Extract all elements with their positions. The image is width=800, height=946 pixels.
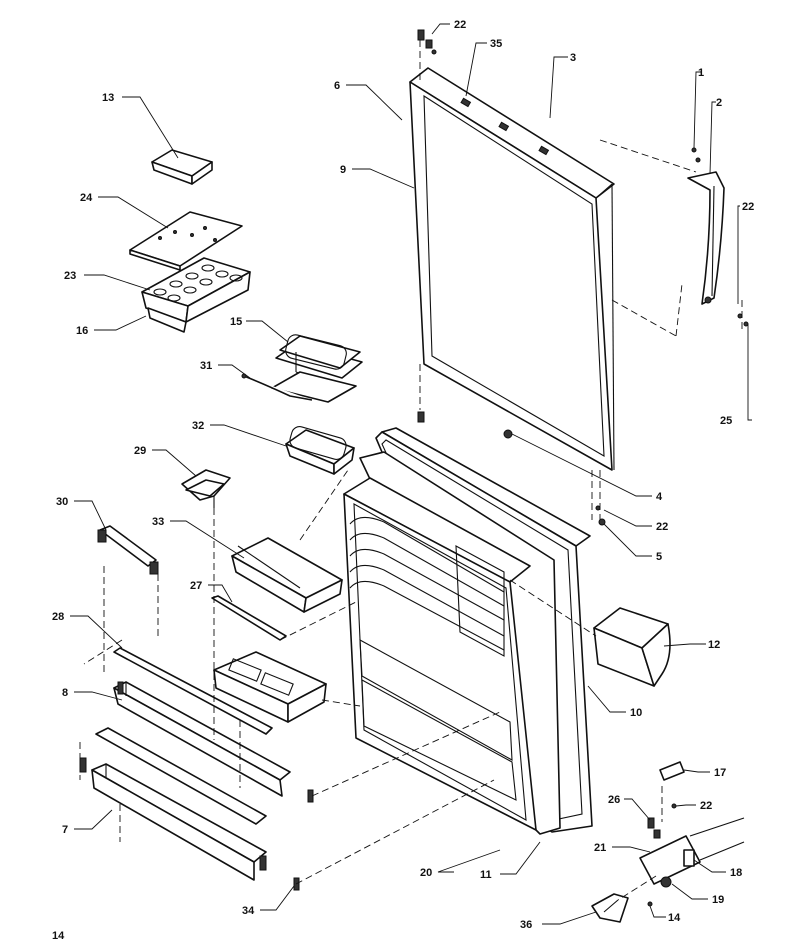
- callout-30: 30: [56, 496, 68, 508]
- callout-22b: 22: [742, 201, 754, 213]
- part-container: [285, 426, 355, 475]
- part-wire-rod: [241, 373, 313, 401]
- callout-31: 31: [200, 360, 212, 372]
- part-retainer-bracket: [97, 525, 159, 575]
- callout-1: 1: [698, 67, 704, 79]
- callout-11: 11: [480, 869, 492, 881]
- callout-labels: 1 2 3 4 5 6 7 8 9 10 11 12 13 14 15 16 1…: [52, 19, 754, 931]
- part-top-screws: [417, 29, 749, 327]
- callout-3: 3: [570, 52, 576, 64]
- callout-25: 25: [720, 415, 732, 427]
- part-rail-long: [113, 647, 273, 735]
- callout-9: 9: [340, 164, 346, 176]
- callout-8: 8: [62, 687, 68, 699]
- callout-35: 35: [490, 38, 502, 50]
- callout-23: 23: [64, 270, 76, 282]
- callout-36: 36: [520, 919, 532, 931]
- callout-20: 20: [420, 867, 432, 879]
- part-tilt-bin: [593, 607, 671, 687]
- callout-34: 34: [242, 905, 255, 917]
- part-inner-liner: [343, 477, 537, 831]
- callout-22c: 22: [656, 521, 668, 533]
- page-number: 14: [52, 930, 65, 942]
- callout-26: 26: [608, 794, 620, 806]
- callout-18: 18: [730, 867, 742, 879]
- part-door-handle: [687, 171, 725, 305]
- callout-22d: 22: [700, 800, 712, 812]
- callout-12: 12: [708, 639, 720, 651]
- assembly-lines: [79, 40, 743, 901]
- part-door-bin-middle: [213, 651, 327, 723]
- part-rail: [211, 595, 287, 641]
- callout-4: 4: [656, 491, 663, 503]
- part-small-tray: [151, 149, 213, 185]
- part-door-panel: [409, 67, 615, 471]
- callout-5: 5: [656, 551, 662, 563]
- callout-13: 13: [102, 92, 114, 104]
- callout-22a: 22: [454, 19, 466, 31]
- callout-2: 2: [716, 97, 722, 109]
- part-ice-tray-and-bin: [141, 257, 251, 333]
- leader-lines: [70, 23, 752, 925]
- callout-19: 19: [712, 894, 724, 906]
- part-ice-tray-cover: [129, 211, 243, 271]
- part-door-bin-upper: [231, 537, 343, 613]
- callout-28: 28: [52, 611, 64, 623]
- callout-33: 33: [152, 516, 164, 528]
- callout-16: 16: [76, 325, 88, 337]
- callout-24: 24: [80, 192, 93, 204]
- callout-6: 6: [334, 80, 340, 92]
- callout-14: 14: [668, 912, 681, 924]
- part-handled-bin: [271, 334, 363, 403]
- part-bottom-hinge: [591, 761, 745, 923]
- callout-17: 17: [714, 767, 726, 779]
- part-bracket-cup: [181, 469, 231, 508]
- callout-10: 10: [630, 707, 642, 719]
- callout-27: 27: [190, 580, 202, 592]
- callout-7: 7: [62, 824, 68, 836]
- callout-29: 29: [134, 445, 146, 457]
- callout-21: 21: [594, 842, 606, 854]
- callout-15: 15: [230, 316, 242, 328]
- part-shelf-lower: [79, 727, 267, 881]
- callout-32: 32: [192, 420, 204, 432]
